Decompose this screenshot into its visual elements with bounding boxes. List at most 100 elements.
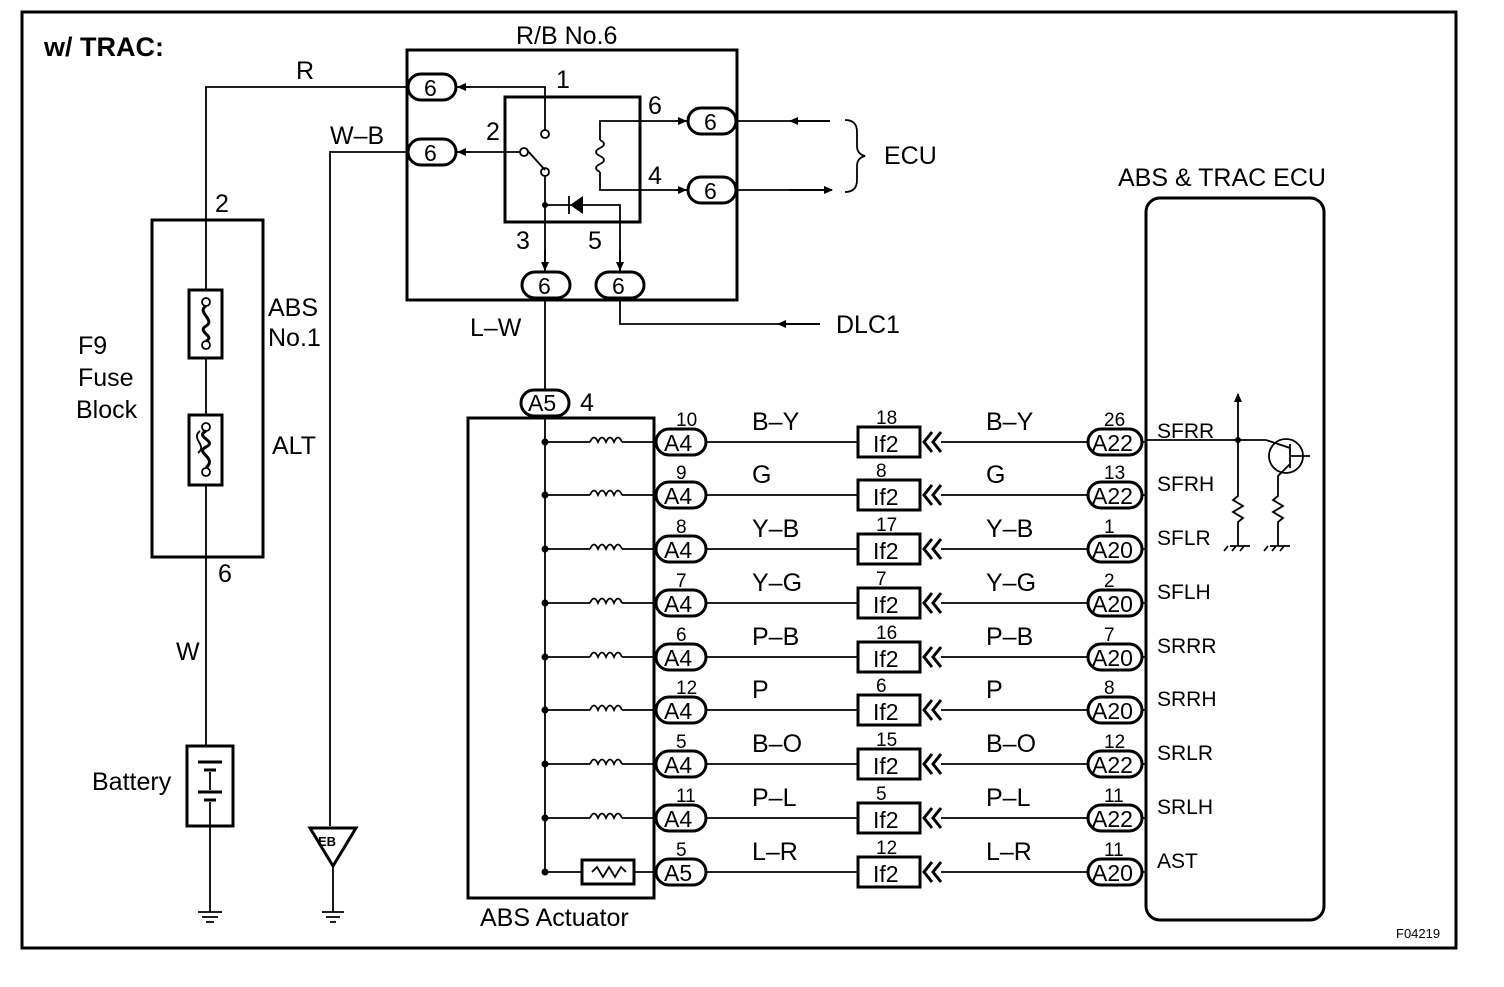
ecu-bracket	[844, 119, 866, 193]
ecu-connector-label: A20	[1092, 537, 1133, 563]
actuator-pin-number: 8	[676, 517, 687, 538]
relay-switch	[456, 86, 550, 272]
ground-icon-2	[322, 911, 344, 923]
outer-frame	[20, 10, 1458, 950]
wire-color-right: B–Y	[986, 408, 1034, 436]
junction-connector	[856, 747, 922, 781]
actuator-pin-number: 12	[676, 678, 697, 699]
junction-pin-number: 17	[876, 515, 897, 536]
wire-color-right: B–O	[986, 730, 1036, 758]
relay-pin-2: 2	[486, 118, 500, 146]
wire-color-right: G	[986, 461, 1005, 489]
ecu-connector-label: A20	[1092, 591, 1133, 617]
actuator-connector-label: A4	[664, 537, 692, 563]
junction-connector-label: If2	[873, 646, 899, 672]
svg-text:6: 6	[538, 273, 551, 299]
ecu-connector-label: A20	[1092, 698, 1133, 724]
actuator-pin-number: 10	[676, 410, 697, 431]
junction-pin-number: 16	[876, 623, 897, 644]
junction-connector	[856, 801, 922, 835]
chevron-icon	[922, 861, 943, 883]
ecu-signal-label: SRLR	[1157, 742, 1213, 765]
solenoid-coil-icon	[589, 489, 623, 498]
svg-text:6: 6	[612, 273, 625, 299]
relay-pin-6: 6	[648, 92, 662, 120]
junction-pin-number: 5	[876, 784, 887, 805]
relay-connector-1: 6	[406, 72, 458, 102]
wire-color-left: Y–B	[752, 515, 799, 543]
ecu-pin-number: 26	[1104, 410, 1125, 431]
relay-pin-3: 3	[516, 227, 530, 255]
battery-label: Battery	[92, 768, 172, 796]
fuse-block-label-1: F9	[78, 332, 107, 360]
ecu-connector-label: A22	[1092, 483, 1133, 509]
relay-pin-4: 4	[648, 162, 662, 190]
solenoid-coil-icon	[589, 597, 623, 606]
ecu-signal-label: SRLH	[1157, 796, 1213, 819]
wire-color-left: Y–G	[752, 569, 802, 597]
actuator-power-connector: A5	[519, 388, 571, 418]
actuator-connector-label: A4	[664, 752, 692, 778]
solenoid-coil-icon	[589, 704, 623, 713]
abs-trac-ecu	[1144, 196, 1326, 922]
actuator-pin-number: 11	[676, 786, 696, 807]
ecu-pin-number: 11	[1104, 840, 1124, 861]
fuse-block-pin-top: 2	[215, 190, 229, 218]
ecu-pin-number: 12	[1104, 732, 1125, 753]
lw-wire-label: L–W	[470, 314, 522, 342]
junction-pin-number: 12	[876, 838, 897, 859]
ecu-signal-label: SFLR	[1157, 527, 1211, 550]
wire-color-left: P	[752, 676, 769, 704]
relay-connector-4: 6	[686, 175, 738, 205]
junction-connector	[856, 425, 922, 459]
junction-connector-label: If2	[873, 861, 899, 887]
relay-pin-1: 1	[556, 66, 570, 94]
relay-diode-icon	[545, 196, 621, 272]
eb-ground-icon	[307, 826, 359, 869]
fuse-block-label-2: Fuse	[78, 364, 134, 392]
wire-w-label: W	[176, 638, 200, 666]
ecu-input-circuit	[1146, 393, 1310, 552]
dlc1-label: DLC1	[836, 311, 900, 339]
ecu-signal-label: SRRH	[1157, 688, 1217, 711]
chevron-icon	[922, 753, 943, 775]
ecu-connector-label: A20	[1092, 645, 1133, 671]
relay-inner-box	[503, 95, 642, 224]
actuator-pin-number: 9	[676, 463, 687, 484]
chevron-icon	[922, 484, 943, 506]
relay-connector-3: 6	[520, 270, 572, 300]
ecu-pin-number: 13	[1104, 463, 1125, 484]
junction-pin-number: 15	[876, 730, 897, 751]
actuator-pin-number: 6	[676, 625, 687, 646]
wire-color-left: G	[752, 461, 771, 489]
junction-connector-label: If2	[873, 592, 899, 618]
junction-connector-label: If2	[873, 484, 899, 510]
fuse-block-label-3: Block	[76, 396, 138, 424]
ecu-pin-number: 11	[1104, 786, 1124, 807]
junction-pin-number: 8	[876, 461, 887, 482]
svg-text:6: 6	[424, 140, 437, 166]
solenoid-coil-icon	[589, 543, 623, 552]
junction-connector-label: If2	[873, 699, 899, 725]
relay-connector-2: 6	[406, 137, 458, 167]
svg-text:6: 6	[424, 75, 437, 101]
svg-text:A5: A5	[528, 390, 556, 416]
relay-box	[405, 48, 739, 302]
junction-connector	[856, 693, 922, 727]
wire-color-right: Y–B	[986, 515, 1033, 543]
wire-color-right: P–B	[986, 623, 1033, 651]
fuse-abs-label-1: ABS	[268, 294, 318, 322]
svg-text:6: 6	[704, 109, 717, 135]
solenoid-coil-icon	[589, 436, 623, 445]
junction-connector-label: If2	[873, 538, 899, 564]
ecu-pin-number: 2	[1104, 571, 1115, 592]
chevron-icon	[922, 699, 943, 721]
fuse-alt-label: ALT	[272, 432, 316, 460]
solenoid-coil-icon	[589, 758, 623, 767]
